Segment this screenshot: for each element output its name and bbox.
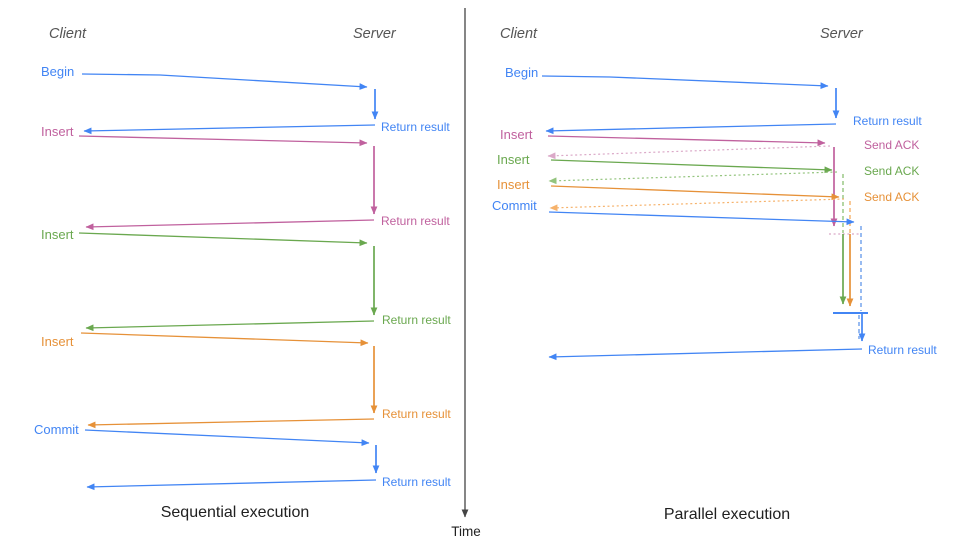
par-server-header: Server (820, 26, 864, 42)
seq-insert3-send-arrow (80, 332, 369, 347)
seq-client-header: Client (49, 26, 87, 42)
par-begin-label: Begin (505, 65, 538, 80)
par-insert1-ack-arrow (547, 145, 831, 160)
par-client-header: Client (500, 26, 538, 42)
par-commit-return-arrow (548, 348, 863, 361)
time-axis: Time (451, 8, 481, 539)
par-commit-result-label: Return result (868, 343, 937, 357)
par-insert3-ack-arrow (549, 198, 845, 212)
parallel-panel: Client Server Begin Return result Insert… (492, 26, 937, 523)
par-insert2-send-arrow (550, 159, 833, 174)
sequential-panel: Client Server Begin Return result Insert… (34, 26, 451, 521)
sequential-title: Sequential execution (161, 504, 310, 521)
seq-commit-label: Commit (34, 422, 79, 437)
par-begin-send-arrow (541, 75, 829, 90)
par-insert2-label: Insert (497, 152, 530, 167)
par-insert3-label: Insert (497, 177, 530, 192)
seq-commit-return-arrow (86, 479, 377, 491)
par-insert1-ack-label: Send ACK (864, 138, 919, 152)
seq-begin-result-label: Return result (381, 120, 450, 134)
par-insert2-ack-arrow (548, 171, 838, 185)
seq-insert3-label: Insert (41, 334, 74, 349)
par-begin-result-label: Return result (853, 114, 922, 128)
seq-insert3-result-label: Return result (382, 407, 451, 421)
par-commit-label: Commit (492, 198, 537, 213)
seq-insert2-return-arrow (85, 320, 375, 332)
parallel-title: Parallel execution (664, 506, 790, 523)
par-insert3-send-arrow (550, 185, 840, 201)
seq-insert3-return-arrow (87, 418, 375, 429)
seq-begin-label: Begin (41, 64, 74, 79)
seq-insert1-result-label: Return result (381, 214, 450, 228)
seq-insert1-label: Insert (41, 124, 74, 139)
seq-commit-send-arrow (84, 429, 370, 447)
par-insert1-send-arrow (547, 135, 826, 147)
par-begin-return-arrow (545, 123, 837, 135)
seq-server-header: Server (353, 26, 397, 42)
par-commit-send-arrow (548, 211, 855, 226)
par-insert2-ack-label: Send ACK (864, 164, 919, 178)
time-axis-label: Time (451, 524, 481, 539)
seq-insert1-send-arrow (78, 135, 368, 147)
seq-begin-return-arrow (83, 124, 376, 135)
seq-insert2-send-arrow (78, 232, 368, 247)
seq-begin-send-arrow (81, 73, 368, 90)
par-insert1-label: Insert (500, 127, 533, 142)
par-insert3-ack-label: Send ACK (864, 190, 919, 204)
seq-insert2-label: Insert (41, 227, 74, 242)
seq-insert2-result-label: Return result (382, 313, 451, 327)
seq-insert1-return-arrow (85, 219, 375, 231)
seq-commit-result-label: Return result (382, 475, 451, 489)
